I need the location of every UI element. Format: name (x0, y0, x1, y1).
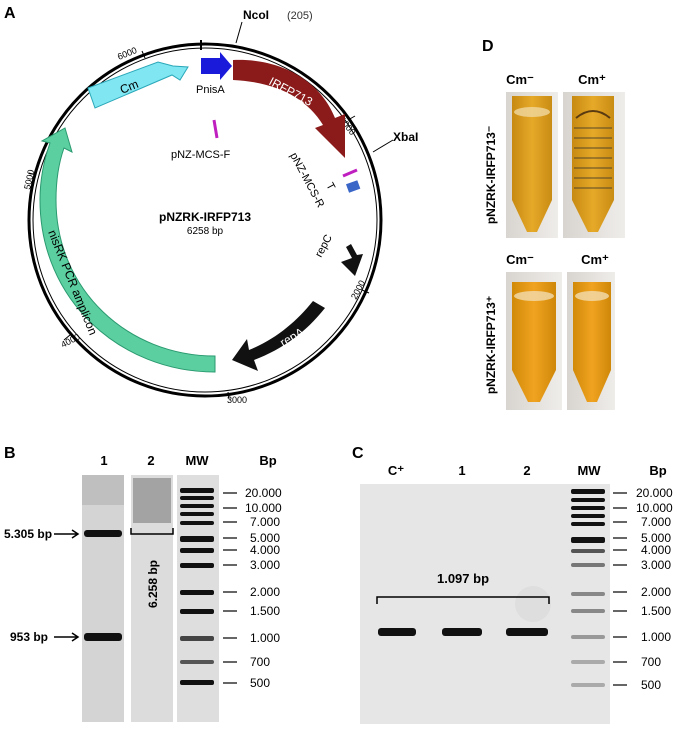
pnz-mcs-f-label: pNZ-MCS-F (171, 149, 231, 161)
gel-c-artifact (515, 586, 551, 622)
gel-c-ladder-label: 700 (641, 655, 661, 669)
ncoi-label: NcoI (243, 8, 269, 22)
gel-c-lane-1: 1 (458, 463, 465, 478)
pnz-mcs-f-primer (212, 119, 219, 139)
panel-label-a: A (4, 5, 16, 22)
gel-b-ladder-bands (180, 488, 214, 685)
gel-c-ladder-labels: 20.000 10.000 7.000 5.000 4.000 3.000 2.… (636, 486, 673, 692)
gel-c-ladder-label: 2.000 (641, 585, 671, 599)
gel-c-ladder-label: 4.000 (641, 543, 671, 557)
gel-c-lane-mw: MW (577, 463, 601, 478)
gel-b-ladder-label: 10.000 (245, 501, 282, 515)
xbai-label: XbaI (393, 130, 418, 144)
gel-c-ladder-label: 20.000 (636, 486, 673, 500)
panel-label-d: D (482, 38, 494, 55)
nisrk-amplicon-arrow (39, 127, 216, 373)
gel-b-lane-2: 2 (147, 453, 154, 468)
gel-c-ladder-bands (571, 489, 605, 687)
ncoi-site-line (235, 21, 243, 44)
gel-c-ladder-label: 1.000 (641, 630, 671, 644)
gel-b-arrow-5305 (54, 529, 80, 539)
gel-b-label-5305: 5.305 bp (4, 527, 52, 541)
ncoi-position: (205) (287, 10, 313, 22)
gel-b-ladder-label: 500 (250, 676, 270, 690)
tick-4000: 4000 (59, 332, 81, 350)
gel-b-ladder-ticks (223, 492, 237, 684)
pnz-mcs-r-primer (342, 168, 358, 178)
pnisa-promoter-arrow (201, 52, 232, 80)
gel-c-ladder-label: 7.000 (641, 515, 671, 529)
tube-photo-row2-cm-plus (567, 272, 615, 410)
tube-row2-label: pNZRK-IRFP713⁺ (484, 296, 498, 394)
gel-b-lane2-bracket (130, 528, 174, 535)
tube-row1-cm-plus: Cm⁺ (578, 72, 606, 87)
terminator-label: T (323, 181, 337, 193)
gel-c-bp-header: Bp (649, 463, 666, 478)
pnisa-label: PnisA (196, 84, 225, 96)
gel-c-ladder-label: 5.000 (641, 531, 671, 545)
tube-row2-cm-minus: Cm⁻ (506, 252, 534, 267)
cm-label: Cm (118, 77, 141, 97)
plasmid-name: pNZRK-IRFP713 (159, 210, 251, 224)
plasmid-ticks (28, 50, 370, 400)
tube-row1-cm-minus: Cm⁻ (506, 72, 534, 87)
gel-b-arrow-953 (54, 632, 80, 642)
gel-c-bands (378, 628, 548, 636)
gel-b-bands (84, 530, 122, 641)
gel-b-ladder-label: 2.000 (250, 585, 280, 599)
panel-label-c: C (352, 445, 364, 462)
gel-c-ladder-ticks (613, 492, 627, 686)
pnz-mcs-r-label: pNZ-MCS-R (287, 151, 326, 210)
gel-b-ladder-label: 700 (250, 655, 270, 669)
gel-c-image (360, 484, 610, 724)
gel-b-ladder-label: 5.000 (250, 531, 280, 545)
gel-b-lane-1: 1 (100, 453, 107, 468)
cm-gene-arrow (87, 61, 189, 109)
gel-c-ladder-label: 500 (641, 678, 661, 692)
gel-c-ladder-label: 3.000 (641, 558, 671, 572)
gel-c-band-bracket (376, 596, 550, 604)
gel-b-lane-mw: MW (185, 453, 209, 468)
tube-row2-cm-plus: Cm⁺ (581, 252, 609, 267)
terminator-box (345, 180, 361, 193)
gel-b-ladder-label: 3.000 (250, 558, 280, 572)
gel-c-ladder-label: 1.500 (641, 604, 671, 618)
tick-5000: 5000 (22, 169, 36, 191)
tube-photo-row1-cm-minus (506, 92, 558, 238)
plasmid-backbone-outer (27, 42, 383, 398)
tube-row1-label: pNZRK-IRFP713⁻ (484, 126, 498, 224)
repa-gene-arrow (232, 301, 325, 371)
gel-b-ladder-label: 20.000 (245, 486, 282, 500)
repc-gene-arrow (341, 244, 363, 276)
gel-b-ladder-labels: 20.000 10.000 7.000 5.000 4.000 3.000 2.… (245, 486, 282, 690)
repc-label: repC (313, 233, 335, 260)
tube-photo-row1-cm-plus (563, 92, 625, 238)
gel-b-ladder-label: 7.000 (250, 515, 280, 529)
gel-b-bp-header: Bp (259, 453, 276, 468)
gel-c-lane-cplus: C⁺ (388, 463, 404, 478)
gel-b-lane2-label: 6.258 bp (146, 560, 160, 608)
xbai-site-line (372, 139, 394, 153)
gel-c-ladder-label: 10.000 (636, 501, 673, 515)
gel-c-band-label: 1.097 bp (437, 571, 489, 586)
panel-label-b: B (4, 445, 16, 462)
tick-3000: 3000 (227, 395, 247, 405)
gel-b-ladder-label: 1.500 (250, 604, 280, 618)
plasmid-backbone-inner (32, 47, 378, 393)
irfp713-gene-arrow (233, 59, 345, 158)
nisrk-label: nisRK PCR amplicon (45, 228, 100, 337)
tube-photo-row2-cm-minus (506, 272, 562, 410)
gel-b-ladder-label: 1.000 (250, 631, 280, 645)
gel-b-label-953: 953 bp (10, 630, 48, 644)
gel-c-lane-2: 2 (523, 463, 530, 478)
plasmid-size: 6258 bp (187, 226, 224, 237)
gel-b-ladder-label: 4.000 (250, 543, 280, 557)
